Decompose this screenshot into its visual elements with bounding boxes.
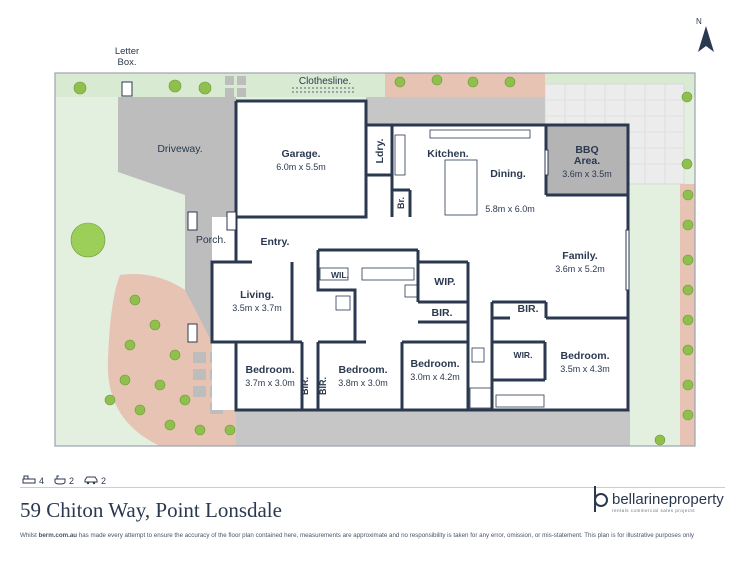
letter-box (121, 81, 133, 97)
broom-label: Br. (396, 188, 406, 218)
back-path (366, 97, 546, 125)
bbq-area (546, 125, 628, 195)
garage-label: Garage. 6.0m x 5.5m (261, 148, 341, 172)
brand-mark-icon (592, 484, 608, 519)
disclaimer: Whilst berm.com.au has made every attemp… (20, 532, 732, 539)
bir-center-label: BIR. (422, 307, 462, 319)
brand-logo: bellarineproperty rentals commercial sal… (592, 484, 724, 519)
clothesline-label: Clothesline. (298, 76, 352, 87)
bir-b-name: BIR. (318, 377, 328, 395)
bir-a-name: BIR. (300, 377, 310, 395)
bir-right-name: BIR. (517, 303, 539, 315)
bedroom-4-name: Bedroom. (560, 350, 610, 362)
brand-name: bellarineproperty (612, 490, 724, 508)
bedroom-1-dims: 3.7m x 3.0m (245, 378, 295, 388)
bedroom-3-dims: 3.0m x 4.2m (410, 372, 460, 382)
wil-label: WIL. (325, 270, 355, 280)
dining-dims-label: 5.8m x 6.0m (470, 202, 550, 214)
footer-divider (20, 487, 725, 488)
bedroom-3-label: Bedroom. 3.0m x 4.2m (400, 358, 470, 382)
lot-boundary (54, 72, 696, 447)
walls (210, 99, 630, 412)
living-label: Living. 3.5m x 3.7m (222, 289, 292, 313)
wir-name: WIR. (513, 350, 533, 360)
bedroom-1-name: Bedroom. (245, 364, 295, 376)
wil-name: WIL. (331, 270, 349, 280)
bedroom-2-name: Bedroom. (338, 364, 388, 376)
cars-count: 2 (101, 475, 107, 486)
dining-label: Dining. (478, 168, 538, 180)
rear-path (236, 410, 630, 446)
bedrooms-count: 4 (39, 475, 45, 486)
garden-bed-top (385, 73, 545, 97)
family-name: Family. (562, 250, 598, 262)
compass-label: N (696, 17, 702, 26)
entry-name: Entry. (260, 236, 290, 248)
brand-tagline: rentals commercial sales projects (612, 507, 696, 513)
entry-label: Entry. (250, 236, 300, 248)
bedroom-4-dims: 3.5m x 4.3m (560, 364, 610, 374)
dining-name: Dining. (490, 168, 526, 180)
living-name: Living. (240, 289, 274, 301)
wip-name: WIP. (434, 276, 456, 288)
bathrooms-stat: 2 (54, 474, 74, 487)
bir-center-name: BIR. (431, 307, 453, 319)
cars-stat: 2 (84, 475, 106, 487)
garage-name: Garage. (281, 148, 321, 160)
car-icon (84, 475, 98, 487)
disclaimer-text: has made every attempt to ensure the acc… (77, 532, 694, 539)
broom-name: Br. (396, 197, 406, 210)
bbq-dims: 3.6m x 3.5m (562, 169, 612, 179)
kitchen-label: Kitchen. (418, 148, 478, 160)
bedrooms-stat: 4 (22, 475, 44, 487)
driveway-paving (118, 97, 236, 262)
family-label: Family. 3.6m x 5.2m (545, 250, 615, 274)
property-address: 59 Chiton Way, Point Lonsdale (20, 498, 282, 522)
bed-icon (22, 475, 36, 487)
bir-a-label: BIR. (300, 374, 310, 398)
clothesline (292, 87, 356, 93)
north-arrow (698, 26, 714, 52)
disclaimer-brand: berm.com.au (38, 532, 78, 539)
dining-dims: 5.8m x 6.0m (485, 204, 535, 214)
bathrooms-count: 2 (69, 475, 75, 486)
bedroom-4-label: Bedroom. 3.5m x 4.3m (550, 350, 620, 374)
windows (187, 149, 630, 343)
garage-dims: 6.0m x 5.5m (276, 162, 326, 172)
bath-icon (54, 474, 66, 487)
wir-label: WIR. (506, 350, 540, 360)
laundry-name: Ldry. (374, 138, 386, 164)
bbq-name: BBQ Area. (573, 144, 601, 167)
kitchen-name: Kitchen. (427, 148, 469, 160)
wip-label: WIP. (425, 276, 465, 288)
driveway-label: Driveway. (157, 143, 203, 155)
family-dims: 3.6m x 5.2m (555, 264, 605, 274)
property-stats: 4 2 2 (22, 474, 106, 487)
plants (70, 74, 694, 446)
bir-b-label: BIR. (318, 374, 328, 398)
porch-label: Porch. (195, 234, 227, 246)
living-dims: 3.5m x 3.7m (232, 303, 282, 313)
bedroom-3-name: Bedroom. (410, 358, 460, 370)
laundry-label: Ldry. (374, 136, 386, 166)
bedroom-2-dims: 3.8m x 3.0m (338, 378, 388, 388)
bedroom-1-label: Bedroom. 3.7m x 3.0m (235, 364, 305, 388)
letter-box-label: Letter Box. (114, 46, 140, 68)
garden-bed-left (107, 274, 237, 446)
bbq-label: BBQ Area. 3.6m x 3.5m (552, 144, 622, 180)
bir-right-label: BIR. (508, 303, 548, 315)
bedroom-2-label: Bedroom. 3.8m x 3.0m (327, 364, 399, 388)
disclaimer-prefix: Whilst (20, 532, 39, 539)
fixtures (319, 129, 545, 409)
compass: N (696, 11, 702, 29)
